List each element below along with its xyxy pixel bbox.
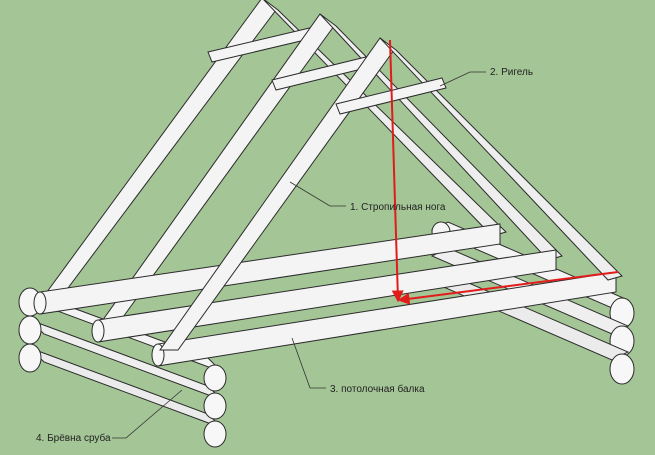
label-beam: 3. потолочная балка (330, 383, 425, 395)
truss-front (159, 37, 623, 351)
rafter-rear-right (263, 0, 507, 237)
truss-rear (43, 0, 507, 297)
ceiling-beams (33, 223, 617, 367)
left-log-3-end (18, 343, 42, 373)
left-log-2-end (18, 315, 42, 345)
dimension-arrows (389, 39, 619, 305)
leader-rafter (289, 181, 346, 207)
height-arrow (389, 39, 404, 303)
label-logs: 4. Брёвна сруба (36, 432, 111, 444)
right-log-3-end (609, 353, 635, 385)
leader-logs (112, 389, 183, 439)
leader-rigel (439, 71, 486, 87)
label-rafter: 1. Стропильная нога (350, 202, 446, 213)
label-rigel: 2. Ригель (490, 67, 533, 78)
rafter-middle-right (319, 13, 563, 261)
leader-beam (291, 337, 326, 389)
span-arrow (397, 271, 619, 305)
leader-lines (112, 71, 486, 439)
truss-middle (99, 13, 563, 325)
